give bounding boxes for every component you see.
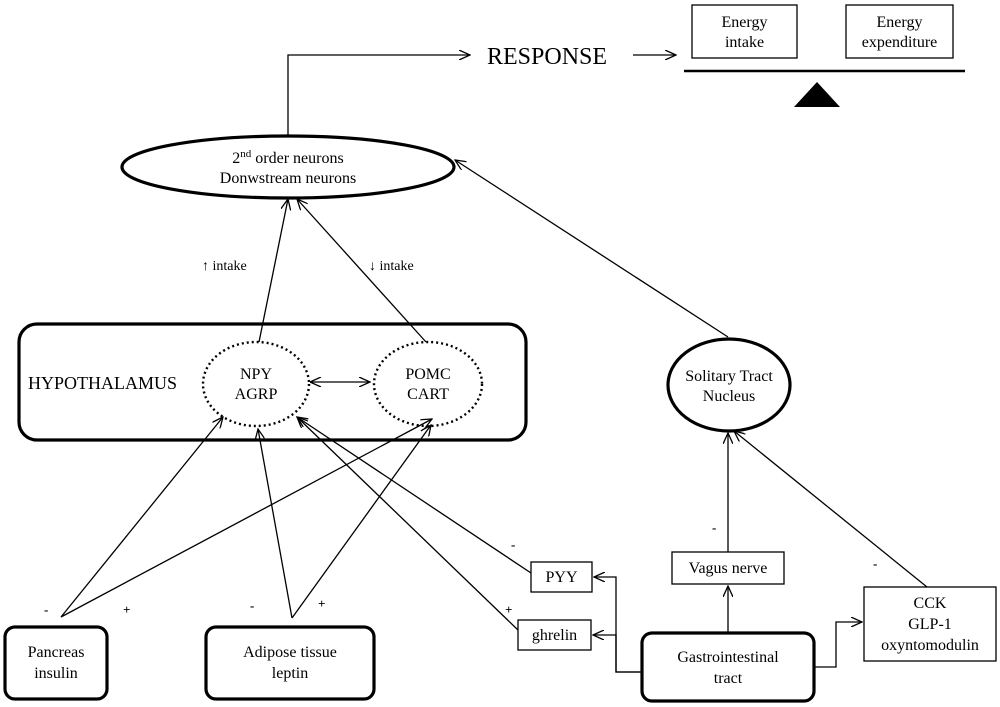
arrow-downstream-to-response — [287, 55, 470, 153]
pyy-node: PYY — [530, 561, 593, 593]
pyy-minus-sign: - — [511, 537, 515, 552]
energy-intake-box — [691, 4, 798, 59]
solitary-tract-line2: Nucleus — [703, 388, 755, 405]
pomc-cart-ellipse — [372, 340, 484, 428]
ghrelin-node: ghrelin — [517, 619, 592, 651]
arrow-gi-to-ghrelin — [593, 635, 642, 673]
ordinal-number: 2 — [232, 150, 240, 167]
hypothalamus-node: HYPOTHALAMUS NPY AGRP POMC CART — [17, 322, 528, 442]
agrp-label: AGRP — [235, 386, 278, 403]
arrow-adipose-to-npy — [258, 429, 293, 619]
adipose-minus-sign: - — [250, 598, 254, 613]
downstream-neurons-line2: Donwstream neurons — [220, 170, 356, 187]
adipose-line2: leptin — [272, 665, 308, 682]
vagus-label: Vagus nerve — [689, 560, 768, 577]
gi-tract-box — [640, 631, 816, 703]
pomc-label: POMC — [405, 366, 450, 383]
pancreas-node: Pancreas insulin — [3, 625, 109, 701]
arrow-gi-to-pyy — [594, 577, 642, 673]
downstream-neurons-node: 2nd order neurons Donwstream neurons — [120, 134, 456, 200]
gi-tract-line1: Gastrointestinal — [677, 649, 779, 666]
pancreas-plus-sign: + — [123, 602, 130, 617]
vagus-minus-sign: - — [712, 520, 716, 535]
pancreas-minus-sign: - — [44, 602, 48, 617]
response-label: RESPONSE — [487, 44, 607, 70]
ghrelin-label: ghrelin — [532, 627, 577, 644]
response-group: RESPONSE — [287, 44, 676, 153]
energy-intake-line2: intake — [725, 34, 764, 51]
pancreas-box — [3, 625, 109, 701]
vagus-node: Vagus nerve — [671, 551, 785, 585]
solitary-tract-line1: Solitary Tract — [685, 368, 773, 385]
cck-label: CCK — [914, 595, 947, 612]
arrow-cck-to-solitary — [734, 431, 928, 588]
downstream-neurons-line1: 2nd order neurons — [232, 148, 343, 167]
pyy-box — [530, 561, 593, 593]
energy-intake-line1: Energy — [722, 14, 768, 31]
energy-expenditure-line1: Energy — [877, 14, 923, 31]
cck-box — [863, 586, 997, 662]
arrow-npy-to-downstream — [258, 199, 288, 343]
adipose-node: Adipose tissue leptin — [204, 625, 376, 701]
energy-balance: Energy intake Energy expenditure — [684, 4, 965, 107]
adipose-plus-sign: + — [318, 596, 325, 611]
gi-tract-line2: tract — [714, 670, 743, 687]
cck-minus-sign: - — [873, 556, 877, 571]
hypothalamus-label: HYPOTHALAMUS — [28, 373, 177, 393]
arrow-pyy-to-npy — [297, 417, 532, 574]
adipose-box — [204, 625, 376, 701]
arrow-pancreas-to-pomc — [60, 419, 432, 618]
arrow-gi-to-cck — [814, 622, 862, 668]
oxyntomodulin-label: oxyntomodulin — [881, 637, 979, 654]
cart-label: CART — [407, 386, 449, 403]
energy-expenditure-line2: expenditure — [862, 34, 938, 51]
glp1-label: GLP-1 — [908, 616, 952, 633]
vagus-box — [671, 551, 785, 585]
down-intake-label: ↓ intake — [369, 259, 414, 274]
solitary-tract-ellipse — [666, 337, 792, 433]
energy-expenditure-box — [845, 4, 954, 59]
balance-fulcrum — [794, 82, 840, 107]
ordinal-suffix: nd — [240, 148, 252, 160]
pancreas-line2: insulin — [34, 665, 78, 682]
ghrelin-box — [517, 619, 592, 651]
pyy-label: PYY — [545, 569, 577, 586]
arrow-ghrelin-to-npy — [297, 417, 519, 631]
arrow-solitary-to-downstream — [455, 160, 729, 338]
arrow-pancreas-to-npy — [60, 417, 223, 618]
ghrelin-plus-sign: + — [505, 602, 512, 617]
solitary-tract-node: Solitary Tract Nucleus — [666, 337, 792, 433]
pancreas-line1: Pancreas — [28, 644, 85, 661]
npy-label: NPY — [240, 366, 272, 383]
arrow-pomc-to-downstream — [297, 199, 427, 343]
npy-agrp-ellipse — [201, 340, 311, 428]
arrow-adipose-to-pomc — [291, 425, 431, 619]
gi-tract-node: Gastrointestinal tract — [640, 631, 816, 703]
ordinal-rest: order neurons — [251, 150, 343, 167]
cck-node: CCK GLP-1 oxyntomodulin — [863, 586, 997, 662]
downstream-neurons-ellipse — [120, 134, 456, 200]
adipose-line1: Adipose tissue — [243, 644, 337, 661]
up-intake-label: ↑ intake — [202, 259, 247, 274]
